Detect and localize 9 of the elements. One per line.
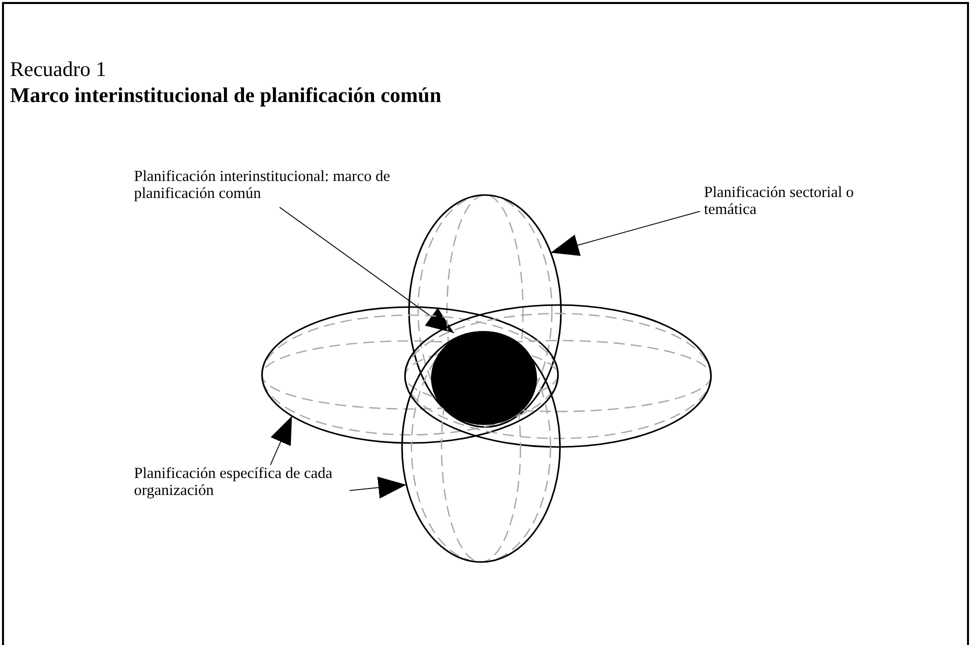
callout-text: Planificación interinstitucional: marco de planificación común — [134, 168, 392, 202]
box-title: Marco interinstitucional de planificación común — [10, 84, 442, 106]
callout-text: Planificación específica de cada organización — [134, 465, 334, 500]
callout-text: Planificación sectorial o temática — [704, 184, 855, 218]
leader-arrow — [349, 476, 407, 499]
leader-arrow — [279, 206, 454, 334]
leader-arrow — [550, 210, 700, 256]
leader-arrow — [270, 416, 292, 466]
box-number: Recuadro 1 — [10, 58, 106, 80]
